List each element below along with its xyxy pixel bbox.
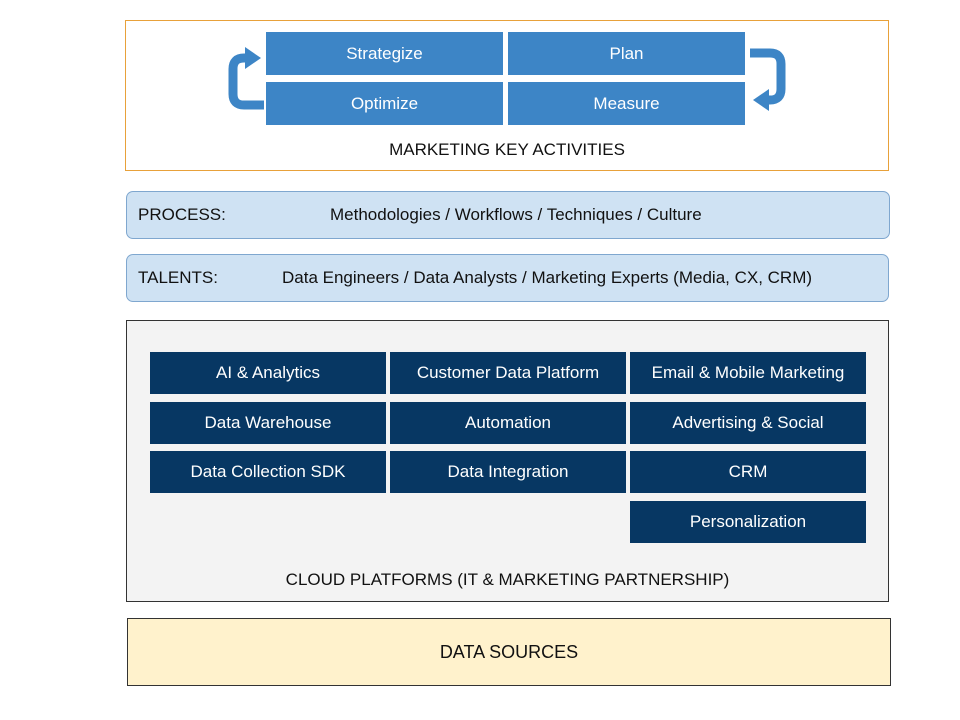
process-value: Methodologies / Workflows / Techniques /…	[330, 205, 702, 224]
activity-optimize: Optimize	[266, 82, 503, 125]
tile-automation: Automation	[390, 402, 626, 444]
cloud-caption: CLOUD PLATFORMS (IT & MARKETING PARTNERS…	[285, 570, 730, 589]
process-label: PROCESS:	[138, 205, 226, 224]
activity-strategize: Strategize	[266, 32, 503, 75]
tile-email-mobile-marketing: Email & Mobile Marketing	[630, 352, 866, 394]
tile-data-collection-sdk: Data Collection SDK	[150, 451, 386, 493]
cloud-platforms-panel: AI & Analytics Customer Data Platform Em…	[126, 320, 889, 602]
process-band: PROCESS: Methodologies / Workflows / Tec…	[126, 191, 890, 239]
tile-ai-analytics: AI & Analytics	[150, 352, 386, 394]
marketing-key-activities-panel: Strategize Plan Optimize Measure MARKETI…	[125, 20, 889, 171]
talents-label: TALENTS:	[138, 268, 218, 287]
cycle-left-arrow-icon	[228, 47, 264, 110]
talents-value: Data Engineers / Data Analysts / Marketi…	[282, 268, 813, 287]
activities-caption: MARKETING KEY ACTIVITIES	[389, 140, 625, 159]
tile-data-integration: Data Integration	[390, 451, 626, 493]
tile-crm: CRM	[630, 451, 866, 493]
cycle-right-arrow-icon	[750, 48, 786, 111]
activity-measure: Measure	[508, 82, 745, 125]
tile-personalization: Personalization	[630, 501, 866, 543]
talents-band: TALENTS: Data Engineers / Data Analysts …	[126, 254, 889, 302]
data-sources-panel: DATA SOURCES	[127, 618, 891, 686]
tile-customer-data-platform: Customer Data Platform	[390, 352, 626, 394]
tile-data-warehouse: Data Warehouse	[150, 402, 386, 444]
activity-plan: Plan	[508, 32, 745, 75]
tile-advertising-social: Advertising & Social	[630, 402, 866, 444]
